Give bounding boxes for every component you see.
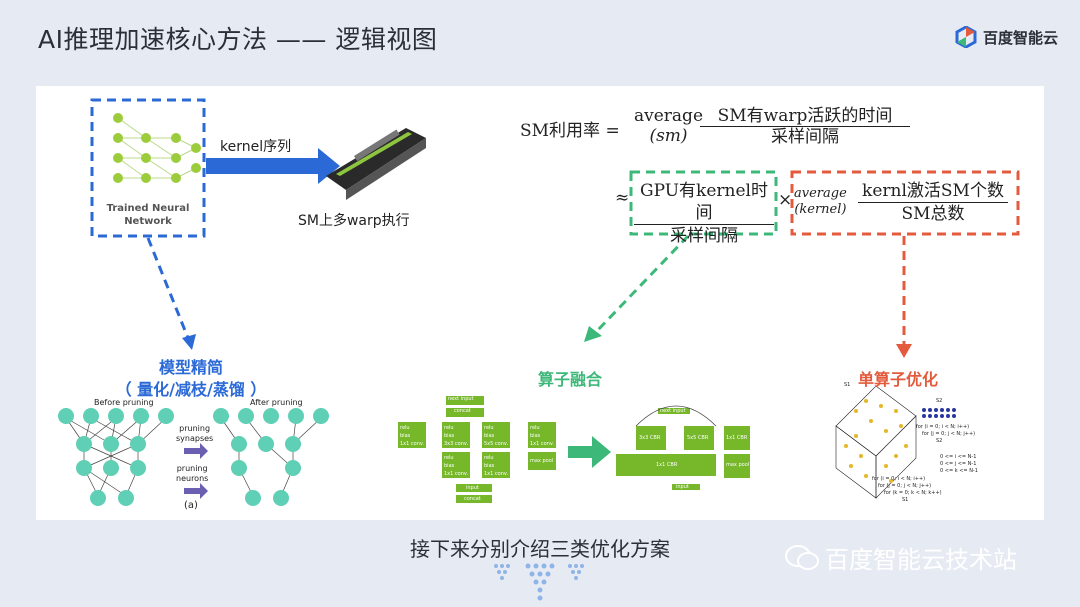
- loop-code-top: for (i = 0; i < N; i++)for (j = 0; j < N…: [916, 424, 976, 444]
- kernel-arrow-head: [318, 148, 340, 184]
- cloud-logo-icon: [955, 26, 977, 48]
- fused-input: input: [676, 484, 689, 490]
- pruning-before-graphic: [65, 417, 167, 497]
- polyhedral-graphic: [835, 385, 917, 499]
- bottom-caption: 接下来分别介绍三类优化方案: [410, 537, 670, 561]
- gpu-card-icon: [326, 128, 426, 200]
- fig-a-label: (a): [184, 500, 198, 511]
- watermark-text: 百度智能云技术站: [825, 546, 1017, 574]
- fusion-maxpool: max pool: [530, 458, 554, 464]
- formula-approx: ≈: [615, 188, 630, 208]
- logo-text: 百度智能云: [983, 28, 1059, 47]
- wechat-icon: [785, 544, 819, 570]
- fused-maxpool: max pool: [726, 462, 750, 468]
- dots-decoration-icon: [494, 563, 584, 601]
- formula-avg-2: average(kernel): [794, 186, 847, 217]
- formula-avg-1: average(sm): [634, 106, 704, 146]
- kernel-arrow-body: [206, 158, 322, 174]
- gpu-caption: SM上多warp执行: [298, 213, 410, 229]
- formula-frac-1: SM有warp活跃的时间采样间隔: [700, 106, 910, 147]
- fused-1x1-b: 1x1 CBR: [656, 462, 678, 468]
- single-op-title: 单算子优化: [858, 370, 939, 389]
- diagram-graphics: [58, 98, 1020, 506]
- fused-3x3: 3x3 CBR: [639, 435, 661, 441]
- fusion-after-graphic: [616, 405, 750, 490]
- model-slim-subtitle: （ 量化/减枝/蒸馏 ）: [115, 380, 267, 399]
- s1-label: S1: [844, 382, 851, 388]
- fused-next-input: next input: [660, 408, 686, 414]
- green-dashed-box: [629, 170, 778, 236]
- op-fusion-title: 算子融合: [538, 370, 603, 389]
- formula-frac-2: GPU有kernel时间采样间隔: [634, 180, 774, 247]
- loop-code-bottom: for (i = 0; i < N; i++)for (j = 0; j < N…: [872, 476, 942, 503]
- fusion-concat-top: concat: [454, 408, 471, 414]
- fusion-concat-bottom: concat: [464, 496, 481, 502]
- red-dashed-box: [790, 170, 1020, 236]
- before-pruning-label: Before pruning: [94, 398, 154, 407]
- formula-lhs: SM利用率 =: [520, 121, 620, 141]
- watermark: 百度智能云技术站: [785, 540, 1017, 575]
- page-title: AI推理加速核心方法 —— 逻辑视图: [38, 25, 438, 54]
- brand-logo: 百度智能云: [955, 26, 1058, 48]
- fusion-next-input: next input: [448, 396, 474, 402]
- fused-1x1-a: 1x1 CBR: [726, 435, 748, 441]
- fusion-input: input: [466, 485, 479, 491]
- kernel-seq-label: kernel序列: [220, 139, 292, 155]
- nn-dashed-box: [90, 98, 206, 238]
- neural-net-icon: [117, 117, 197, 179]
- fusion-before-graphic: [398, 396, 556, 503]
- after-pruning-label: After pruning: [250, 398, 303, 407]
- pruning-after-graphic: [220, 417, 322, 497]
- s2-label: S2: [936, 398, 943, 404]
- formula-times: ×: [778, 190, 793, 210]
- fused-5x5: 5x5 CBR: [687, 435, 709, 441]
- model-slim-title: 模型精简: [158, 358, 223, 377]
